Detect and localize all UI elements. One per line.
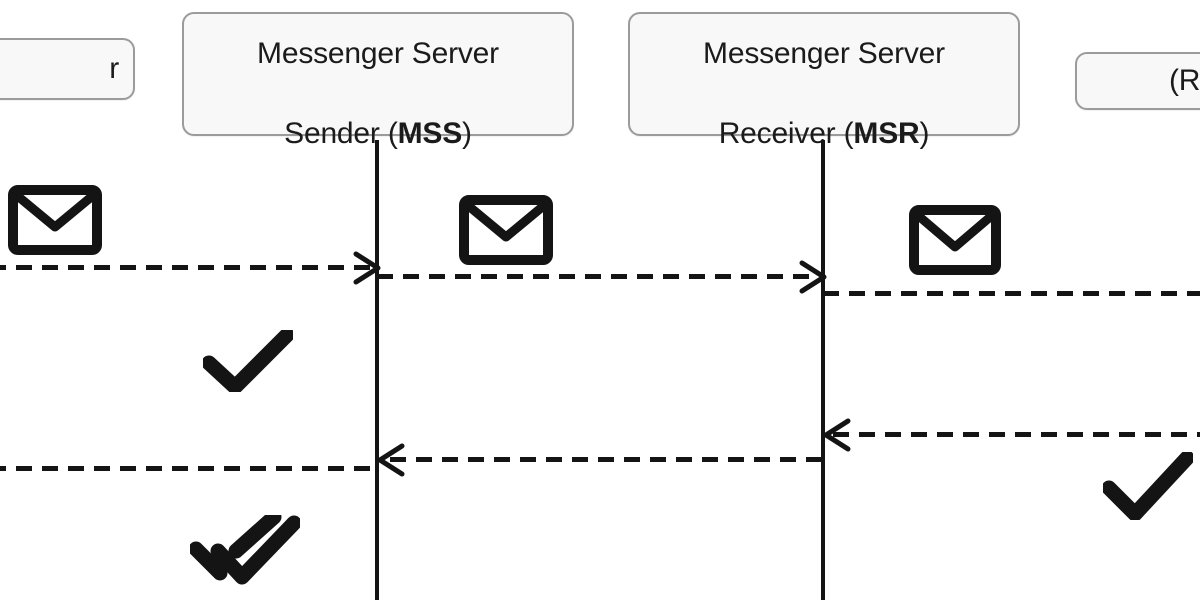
participant-box-right-partial[interactable]: (R [1075,52,1200,110]
arrowhead-m1-right [353,251,381,285]
participant-label-msr-line2-prefix: Receiver ( [718,116,854,150]
participant-label-mss-line1: Messenger Server [257,37,499,71]
arrowhead-m5-left [377,443,405,477]
arrowhead-m2-right [799,260,827,294]
message-line-m5 [390,457,822,462]
envelope-icon [459,195,553,265]
participant-label-mss-line2-prefix: Sender ( [284,116,398,150]
check-single-icon [1103,452,1193,520]
participant-box-mss[interactable]: Messenger Server Sender (MSS) [182,12,574,150]
participant-label-mss-line2-suffix: ) [462,116,472,150]
lifeline-mss [375,140,379,600]
message-line-m4 [833,432,1200,437]
message-line-m1 [0,265,370,270]
participant-label-left-partial: r [109,52,119,86]
participant-label-msr-line2-suffix: ) [919,116,930,150]
participant-label-msr: Messenger Server Receiver (MSR) [693,0,955,153]
participant-abbrev-mss: MSS [397,116,463,150]
message-line-m6 [0,466,380,471]
arrowhead-m4-left [823,418,851,452]
check-double-icon [190,515,300,587]
lifeline-msr [821,140,825,600]
message-line-m3 [823,291,1200,296]
participant-label-mss: Messenger Server Sender (MSS) [247,0,509,153]
participant-label-msr-line1: Messenger Server [703,37,945,71]
participant-label-right-partial: (R [1169,64,1200,98]
envelope-icon [8,185,102,255]
message-line-m2 [377,274,816,279]
check-single-icon [203,330,293,392]
participant-box-left-partial[interactable]: r [0,38,135,100]
participant-box-msr[interactable]: Messenger Server Receiver (MSR) [628,12,1020,150]
envelope-icon [909,205,1001,275]
participant-abbrev-msr: MSR [853,116,920,150]
